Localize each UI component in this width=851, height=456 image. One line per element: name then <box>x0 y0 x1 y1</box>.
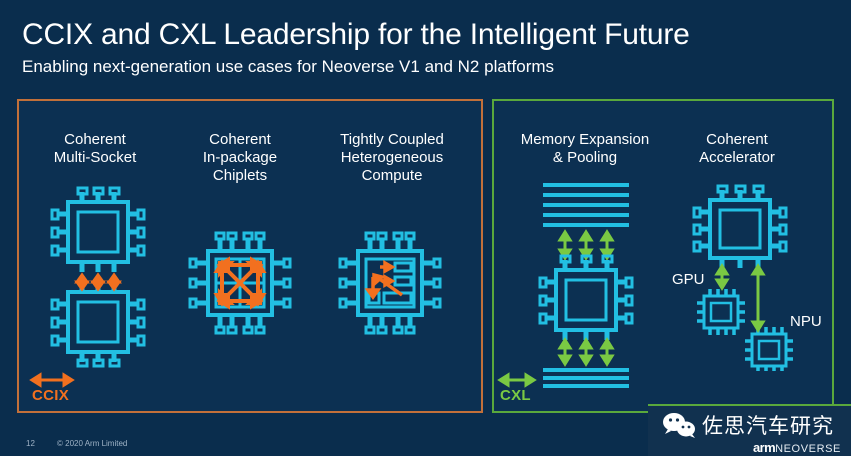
wechat-icon <box>662 412 696 438</box>
ccix-protocol-label: CCIX <box>32 387 70 404</box>
ccix-col2-heading: Coherent In-package Chiplets <box>175 131 305 185</box>
copyright-notice: © 2020 Arm Limited <box>57 439 128 448</box>
chiplets-diagram <box>188 231 292 335</box>
page-subtitle: Enabling next-generation use cases for N… <box>22 57 555 76</box>
watermark-top-rule <box>648 404 851 406</box>
cxl-col2-heading: Coherent Accelerator <box>672 131 802 167</box>
cxl-col1-line2: & Pooling <box>552 149 618 166</box>
page-number: 12 <box>26 439 35 448</box>
cxl-arrow-icon <box>497 372 537 388</box>
coherent-accelerator-diagram: GPU NPU <box>672 184 827 371</box>
ccix-col2-line1: Coherent <box>209 131 271 148</box>
ccix-arrow-icon <box>29 372 75 388</box>
wechat-account-name: 佐思汽车研究 <box>702 414 834 438</box>
memory-expansion-diagram <box>525 182 647 388</box>
ccix-col1-line2: Multi-Socket <box>53 149 137 166</box>
heterogeneous-compute-diagram <box>338 231 442 335</box>
cxl-col2-line2: Accelerator <box>699 149 775 166</box>
arm-neoverse-logo: armNEOVERSE <box>753 440 841 455</box>
page-title: CCIX and CXL Leadership for the Intellig… <box>22 18 690 51</box>
ccix-col2-line3: Chiplets <box>212 167 268 184</box>
multi-socket-diagram <box>40 186 155 368</box>
cxl-protocol-label: CXL <box>500 387 531 404</box>
ccix-col3-line1: Tightly Coupled <box>340 131 444 148</box>
cxl-col1-line1: Memory Expansion <box>520 131 650 148</box>
npu-label: NPU <box>790 313 822 330</box>
ccix-col2-line2: In-package <box>202 149 278 166</box>
ccix-col1-heading: Coherent Multi-Socket <box>30 131 160 167</box>
ccix-col3-line3: Compute <box>361 167 423 184</box>
ccix-col1-line1: Coherent <box>64 131 126 148</box>
cxl-col2-line1: Coherent <box>706 131 768 148</box>
cxl-col1-heading: Memory Expansion & Pooling <box>505 131 665 167</box>
neoverse-wordmark: NEOVERSE <box>775 443 841 455</box>
arm-wordmark: arm <box>753 440 776 455</box>
wechat-watermark: 佐思汽车研究 armNEOVERSE <box>648 404 851 456</box>
ccix-col3-line2: Heterogeneous <box>340 149 444 166</box>
ccix-col3-heading: Tightly Coupled Heterogeneous Compute <box>322 131 462 185</box>
red-caption-text <box>215 449 610 456</box>
gpu-label: GPU <box>672 271 705 288</box>
